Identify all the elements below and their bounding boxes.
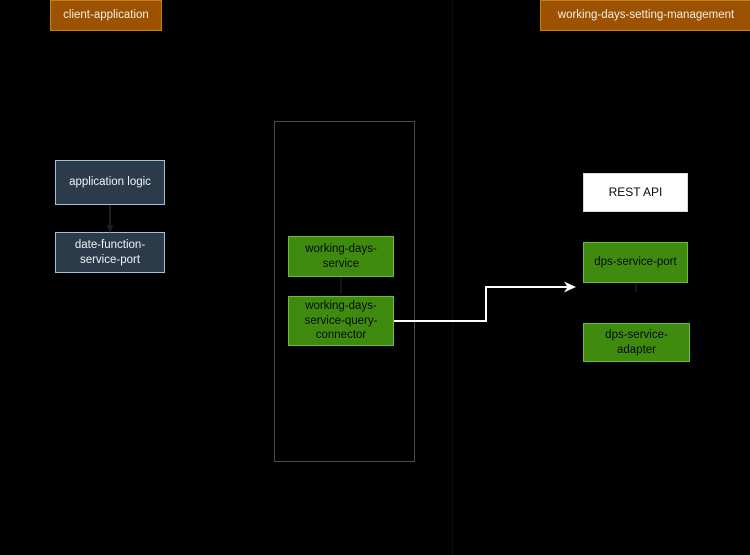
context-label-client-application[interactable]: client-application bbox=[50, 0, 162, 31]
context-label-client-application-text: client-application bbox=[63, 8, 149, 21]
node-application-logic-label: application logic bbox=[69, 176, 151, 189]
node-working-days-service-query-connector-label: working-days-service-query-connector bbox=[304, 299, 378, 342]
node-date-function-service-port-label: date-function-service-port bbox=[74, 238, 146, 266]
node-dps-service-port-label: dps-service-port bbox=[594, 256, 677, 269]
connector-application-logic-to-date-function-service-port bbox=[106, 205, 114, 233]
node-rest-api-label: REST API bbox=[608, 184, 663, 199]
node-dps-service-adapter[interactable]: dps-service-adapter bbox=[583, 323, 690, 362]
connector-query-connector-to-dps-service-port bbox=[394, 281, 576, 322]
node-date-function-service-port[interactable]: date-function-service-port bbox=[55, 232, 165, 273]
context-label-working-days-setting-management-text: working-days-setting-management bbox=[557, 8, 735, 21]
node-working-days-service-label: working-days-service bbox=[305, 242, 377, 270]
background-divider bbox=[452, 0, 453, 555]
node-dps-service-port[interactable]: dps-service-port bbox=[583, 242, 688, 283]
node-dps-service-adapter-label: dps-service-adapter bbox=[605, 328, 668, 356]
container-working-days-service bbox=[274, 121, 415, 462]
node-application-logic[interactable]: application logic bbox=[55, 160, 165, 205]
node-rest-api[interactable]: REST API bbox=[583, 173, 688, 212]
context-label-working-days-setting-management[interactable]: working-days-setting-management bbox=[540, 0, 750, 31]
node-working-days-service[interactable]: working-days-service bbox=[288, 236, 394, 277]
node-working-days-service-query-connector[interactable]: working-days-service-query-connector bbox=[288, 296, 394, 346]
